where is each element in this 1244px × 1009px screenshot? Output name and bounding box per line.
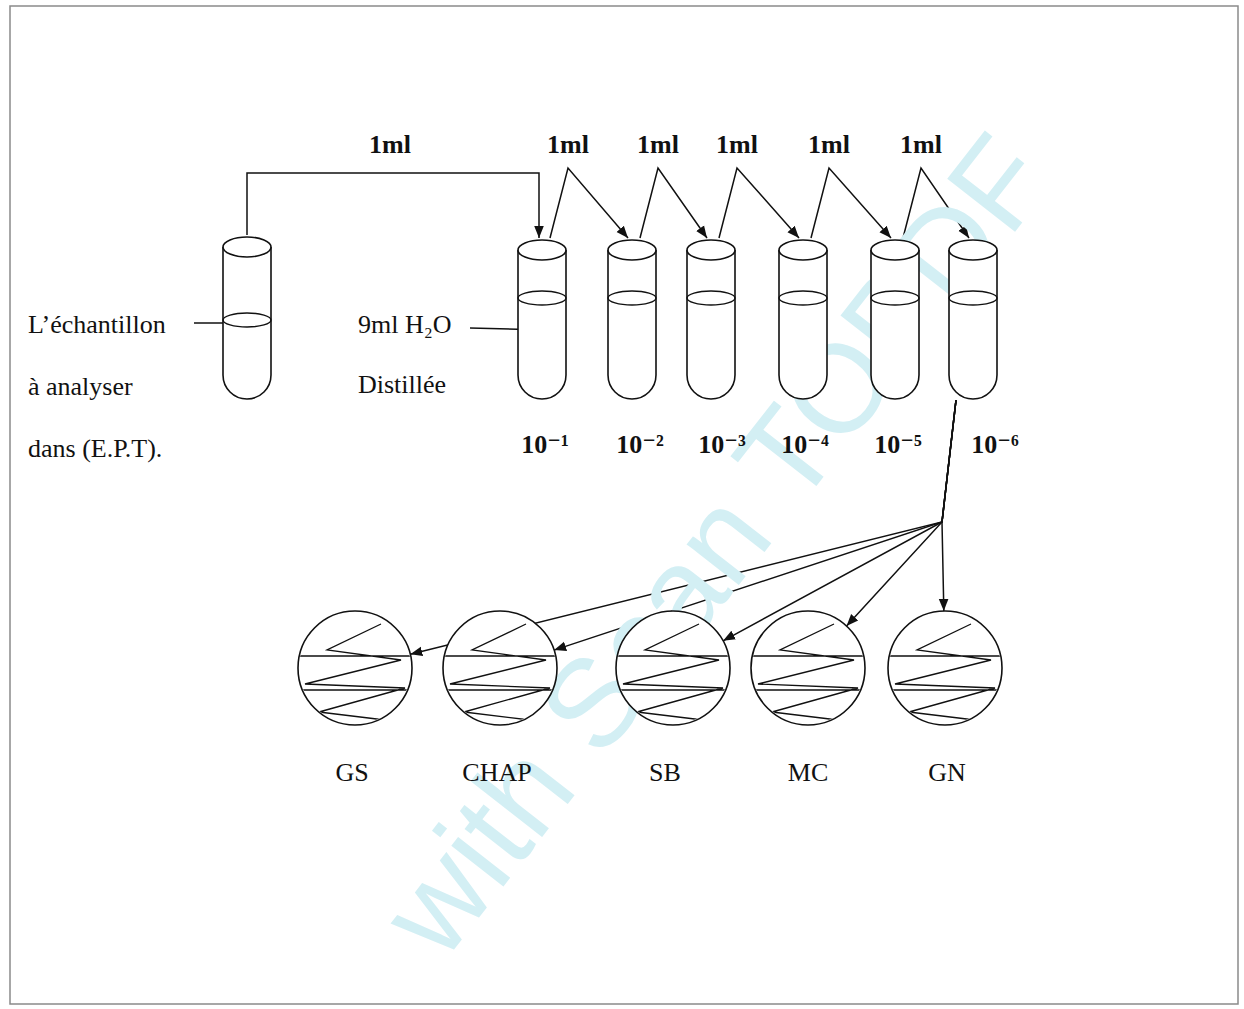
liquid-level <box>949 291 997 305</box>
tube-mouth <box>518 240 566 260</box>
test-tube-outline <box>948 238 998 400</box>
volume-label: 1ml <box>637 129 679 160</box>
tube-mouth <box>687 240 735 260</box>
medium-label: GN <box>928 757 966 788</box>
tube-body <box>608 250 656 399</box>
medium-label: MC <box>788 757 828 788</box>
petri-dish-outline <box>442 610 558 726</box>
tube-body <box>871 250 919 399</box>
test-tube: 10⁻⁴ <box>778 238 828 400</box>
test-tube-outline <box>222 235 272 400</box>
liquid-level <box>687 291 735 305</box>
test-tube: 10⁻¹ <box>517 238 567 400</box>
dilution-label: 10⁻⁴ <box>781 429 829 460</box>
medium-label: GS <box>335 757 368 788</box>
petri-dish: SB <box>615 610 731 726</box>
transfer-arrow <box>847 400 956 626</box>
transfer-arrow <box>811 168 891 238</box>
dish-rim <box>298 611 412 725</box>
dish-rim <box>443 611 557 725</box>
transfer-arrow <box>247 173 539 238</box>
liquid-level <box>518 291 566 305</box>
medium-label: SB <box>649 757 681 788</box>
dish-rim <box>616 611 730 725</box>
petri-dish-outline <box>887 610 1003 726</box>
tube-body <box>949 250 997 399</box>
streak-lines <box>887 624 1003 720</box>
transfer-arrow <box>719 168 799 238</box>
test-tube-outline <box>517 238 567 400</box>
petri-dish: GS <box>297 610 413 726</box>
transfer-arrow <box>550 168 628 238</box>
transfer-arrow <box>640 168 707 238</box>
transfer-arrow <box>942 400 956 611</box>
tube-body <box>687 250 735 399</box>
liquid-level <box>223 313 271 327</box>
volume-label: 1ml <box>900 129 942 160</box>
liquid-level <box>608 291 656 305</box>
streak-lines <box>297 624 413 720</box>
streak-lines <box>615 624 731 720</box>
tube-body <box>779 250 827 399</box>
tube-mouth <box>949 240 997 260</box>
streak-lines <box>442 624 558 720</box>
petri-dish: CHAP <box>442 610 558 726</box>
sample-label: L’échantillon à analyser dans (E.P.T). <box>28 294 177 480</box>
petri-dish: MC <box>750 610 866 726</box>
test-tube-outline <box>686 238 736 400</box>
volume-label: 1ml <box>716 129 758 160</box>
figure-frame <box>10 6 1238 1004</box>
water-label: 9ml H₂O Distillée <box>358 295 478 415</box>
dilution-label: 10⁻⁵ <box>874 429 922 460</box>
streak-lines <box>750 624 866 720</box>
transfer-arrow <box>554 400 956 650</box>
test-tube: 10⁻⁶ <box>948 238 998 400</box>
petri-dish-outline <box>615 610 731 726</box>
petri-dish: GN <box>887 610 1003 726</box>
liquid-level <box>871 291 919 305</box>
tube-mouth <box>779 240 827 260</box>
volume-label: 1ml <box>547 129 589 160</box>
dish-rim <box>888 611 1002 725</box>
test-tube: 10⁻³ <box>686 238 736 400</box>
volume-label: 1ml <box>808 129 850 160</box>
transfer-arrow <box>903 168 969 238</box>
test-tube: L’échantillon à analyser dans (E.P.T). <box>222 235 272 400</box>
transfer-arrow <box>723 400 956 641</box>
test-tube-outline <box>607 238 657 400</box>
tube-mouth <box>608 240 656 260</box>
test-tube-outline <box>870 238 920 400</box>
test-tube: 10⁻² <box>607 238 657 400</box>
petri-dish-outline <box>297 610 413 726</box>
tube-body <box>223 247 271 399</box>
tube-mouth <box>871 240 919 260</box>
dish-rim <box>751 611 865 725</box>
test-tube: 10⁻⁵ <box>870 238 920 400</box>
dilution-label: 10⁻³ <box>698 429 746 460</box>
volume-label: 1ml <box>369 129 411 160</box>
tube-body <box>518 250 566 399</box>
test-tube-outline <box>778 238 828 400</box>
petri-dish-outline <box>750 610 866 726</box>
dilution-label: 10⁻¹ <box>521 429 569 460</box>
dilution-label: 10⁻⁶ <box>971 429 1019 460</box>
medium-label: CHAP <box>462 757 531 788</box>
liquid-level <box>779 291 827 305</box>
dilution-label: 10⁻² <box>616 429 664 460</box>
tube-mouth <box>223 237 271 257</box>
